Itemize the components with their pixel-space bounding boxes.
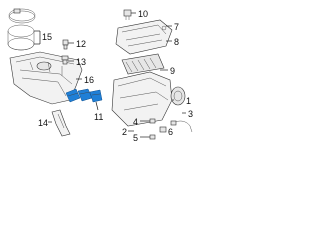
callout-11: 11 [94,112,103,122]
callout-5: 5 [133,133,138,143]
leader-lines [34,12,186,138]
callout-16: 16 [84,75,94,85]
callout-8: 8 [174,37,179,47]
callout-14: 14 [38,118,48,128]
gasket-part [7,24,35,51]
sensor-part [123,9,132,20]
callout-4: 4 [133,117,138,127]
hose-clamp-part [8,8,36,24]
callout-10: 10 [138,9,148,19]
callout-13: 13 [76,57,86,67]
tube-part [170,120,193,133]
air-cleaner-cover-part [115,19,173,55]
callout-12: 12 [76,39,86,49]
callout-2: 2 [122,127,127,137]
callout-15: 15 [42,32,52,42]
lower-housing-part [111,71,186,127]
callout-7: 7 [174,22,179,32]
grommet-part [61,55,69,65]
air-intake-hose-part [65,88,103,103]
bolt-part [62,39,69,50]
callout-9: 9 [170,66,175,76]
filter-element-part [121,53,165,75]
callout-3: 3 [188,109,193,119]
clip-part [159,126,167,133]
bracket-part [51,109,71,137]
callout-6: 6 [168,127,173,137]
callout-1: 1 [186,96,191,106]
lower-air-cleaner-housing-part [9,51,83,105]
parts-diagram: 15 10 7 8 12 13 16 9 1 11 14 2 6 3 4 5 [7,8,193,143]
bolt-small-part [149,118,156,140]
